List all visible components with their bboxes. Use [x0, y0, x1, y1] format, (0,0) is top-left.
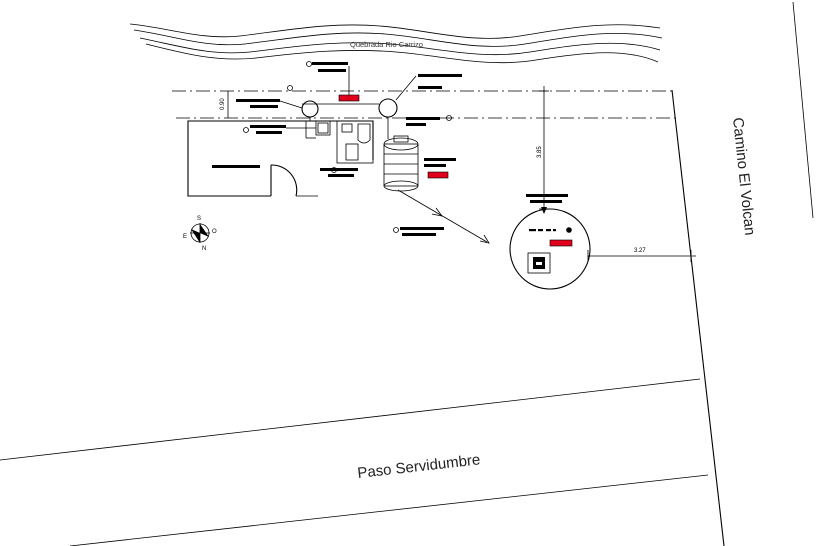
- redacted-annotations: [212, 61, 568, 236]
- dim-label-left: 0.90: [220, 98, 226, 110]
- road-edge-right: [792, 1, 814, 219]
- road-label-camino: Camino El Volcan: [729, 117, 758, 237]
- dim-label-horizontal: 3.27: [634, 248, 646, 254]
- river-lines: [129, 23, 663, 64]
- water-tank: [383, 117, 419, 192]
- inspection-chamber-1: [301, 100, 319, 121]
- dim-label-vertical: 3.85: [537, 146, 543, 158]
- compass: S N E O: [183, 216, 217, 252]
- pit-red-marker: [549, 239, 573, 247]
- servidumbre-line-top: [0, 378, 701, 461]
- road-label-servidumbre: Paso Servidumbre: [357, 451, 482, 482]
- seepage-pit: [509, 208, 591, 290]
- drain-pipe: [397, 189, 488, 243]
- drain-arrow-2: [479, 234, 490, 244]
- compass-north-label: N: [202, 246, 206, 252]
- bathroom-fixtures: [305, 120, 374, 164]
- servidumbre-line-bottom: [69, 474, 709, 546]
- drain-arrow-1: [431, 207, 443, 217]
- compass-south-label: S: [197, 216, 201, 222]
- compass-west-label: O: [212, 229, 217, 235]
- river-label: Quebrada Rio Carrizo: [350, 40, 423, 49]
- compass-east-label: E: [183, 234, 187, 240]
- property-boundary-right: [671, 89, 725, 546]
